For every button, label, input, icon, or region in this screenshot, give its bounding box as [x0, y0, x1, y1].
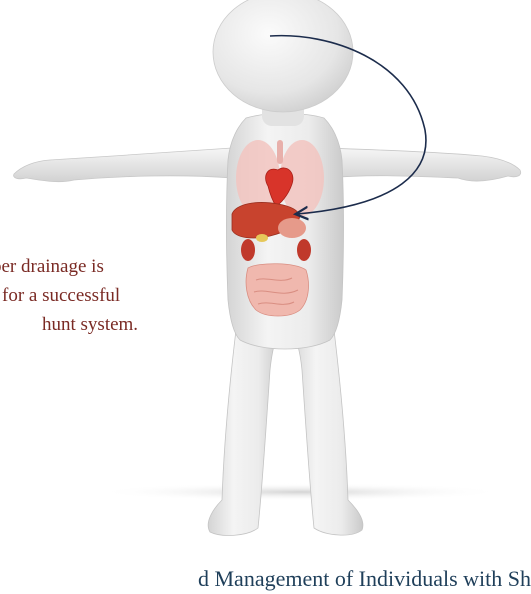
floor-shadow — [95, 483, 505, 501]
stomach-icon — [278, 218, 306, 238]
footer-title: d Management of Individuals with Sh — [198, 566, 531, 592]
left-leg — [208, 330, 280, 535]
caption-line-3: hunt system. — [42, 310, 138, 339]
head — [213, 0, 353, 112]
kidney-left-icon — [241, 239, 255, 261]
intestines-icon — [246, 264, 308, 316]
right-leg — [290, 330, 363, 535]
kidney-right-icon — [297, 239, 311, 261]
caption-line-2: for a successful — [2, 281, 120, 310]
trachea-icon — [277, 140, 283, 164]
left-arm — [14, 148, 232, 182]
caption-line-1: per drainage is — [0, 252, 104, 281]
right-arm — [326, 148, 521, 181]
gallbladder-icon — [256, 234, 268, 242]
